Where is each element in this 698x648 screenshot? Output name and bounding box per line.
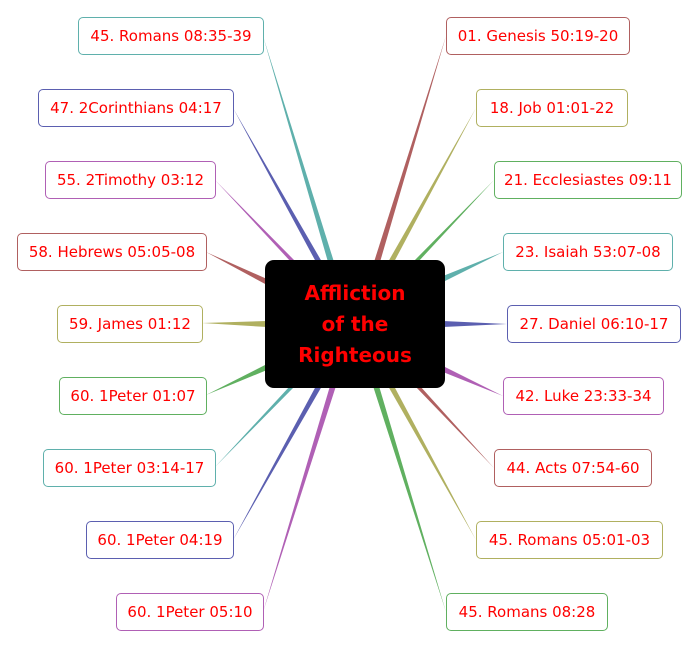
branch-node-luke-23-33-34[interactable]: 42. Luke 23:33-34 xyxy=(503,377,664,415)
connector-romans-08-35 xyxy=(263,36,334,262)
central-topic-node[interactable]: Affliction of the Righteous xyxy=(265,260,445,388)
branch-node-2timothy-03-12[interactable]: 55. 2Timothy 03:12 xyxy=(45,161,216,199)
connector-luke xyxy=(443,366,503,396)
connector-acts xyxy=(415,386,494,468)
branch-node-daniel-06-10-17[interactable]: 27. Daniel 06:10-17 xyxy=(507,305,681,343)
connector-2timothy xyxy=(215,180,296,262)
connector-2corinthians xyxy=(233,108,322,262)
branch-node-1peter-04-19[interactable]: 60. 1Peter 04:19 xyxy=(86,521,234,559)
connector-1peter-0314 xyxy=(215,386,295,467)
connector-romans-0828 xyxy=(373,386,446,612)
connector-daniel xyxy=(443,321,507,327)
connector-job xyxy=(388,108,476,262)
branch-node-hebrews-05-05-08[interactable]: 58. Hebrews 05:05-08 xyxy=(17,233,207,271)
branch-node-ecclesiastes-09-11[interactable]: 21. Ecclesiastes 09:11 xyxy=(494,161,682,199)
branch-node-romans-05-01-03[interactable]: 45. Romans 05:01-03 xyxy=(476,521,663,559)
central-topic-line-1: Affliction xyxy=(304,280,406,305)
branch-node-genesis-50-19-20[interactable]: 01. Genesis 50:19-20 xyxy=(446,17,630,55)
connector-romans-0501 xyxy=(388,386,476,540)
connector-hebrews xyxy=(206,252,267,285)
connector-1peter-0107 xyxy=(206,364,267,395)
branch-node-romans-08-28[interactable]: 45. Romans 08:28 xyxy=(446,593,608,631)
branch-node-acts-07-54-60[interactable]: 44. Acts 07:54-60 xyxy=(494,449,652,487)
branch-node-1peter-01-07[interactable]: 60. 1Peter 01:07 xyxy=(59,377,207,415)
branch-node-isaiah-53-07-08[interactable]: 23. Isaiah 53:07-08 xyxy=(503,233,673,271)
central-topic-line-3: Righteous xyxy=(298,342,412,367)
connector-genesis xyxy=(374,36,446,262)
connector-ecclesiastes xyxy=(413,180,494,262)
branch-node-romans-08-35-39[interactable]: 45. Romans 08:35-39 xyxy=(78,17,264,55)
connector-isaiah xyxy=(443,252,503,282)
branch-node-1peter-03-14-17[interactable]: 60. 1Peter 03:14-17 xyxy=(43,449,216,487)
branch-node-2corinthians-04-17[interactable]: 47. 2Corinthians 04:17 xyxy=(38,89,234,127)
connector-1peter-0510 xyxy=(263,386,336,612)
branch-node-job-01-01-22[interactable]: 18. Job 01:01-22 xyxy=(476,89,628,127)
connector-1peter-0419 xyxy=(233,386,322,540)
connector-james xyxy=(202,321,267,327)
branch-node-james-01-12[interactable]: 59. James 01:12 xyxy=(57,305,203,343)
branch-node-1peter-05-10[interactable]: 60. 1Peter 05:10 xyxy=(116,593,264,631)
central-topic-line-2: of the xyxy=(321,311,389,336)
